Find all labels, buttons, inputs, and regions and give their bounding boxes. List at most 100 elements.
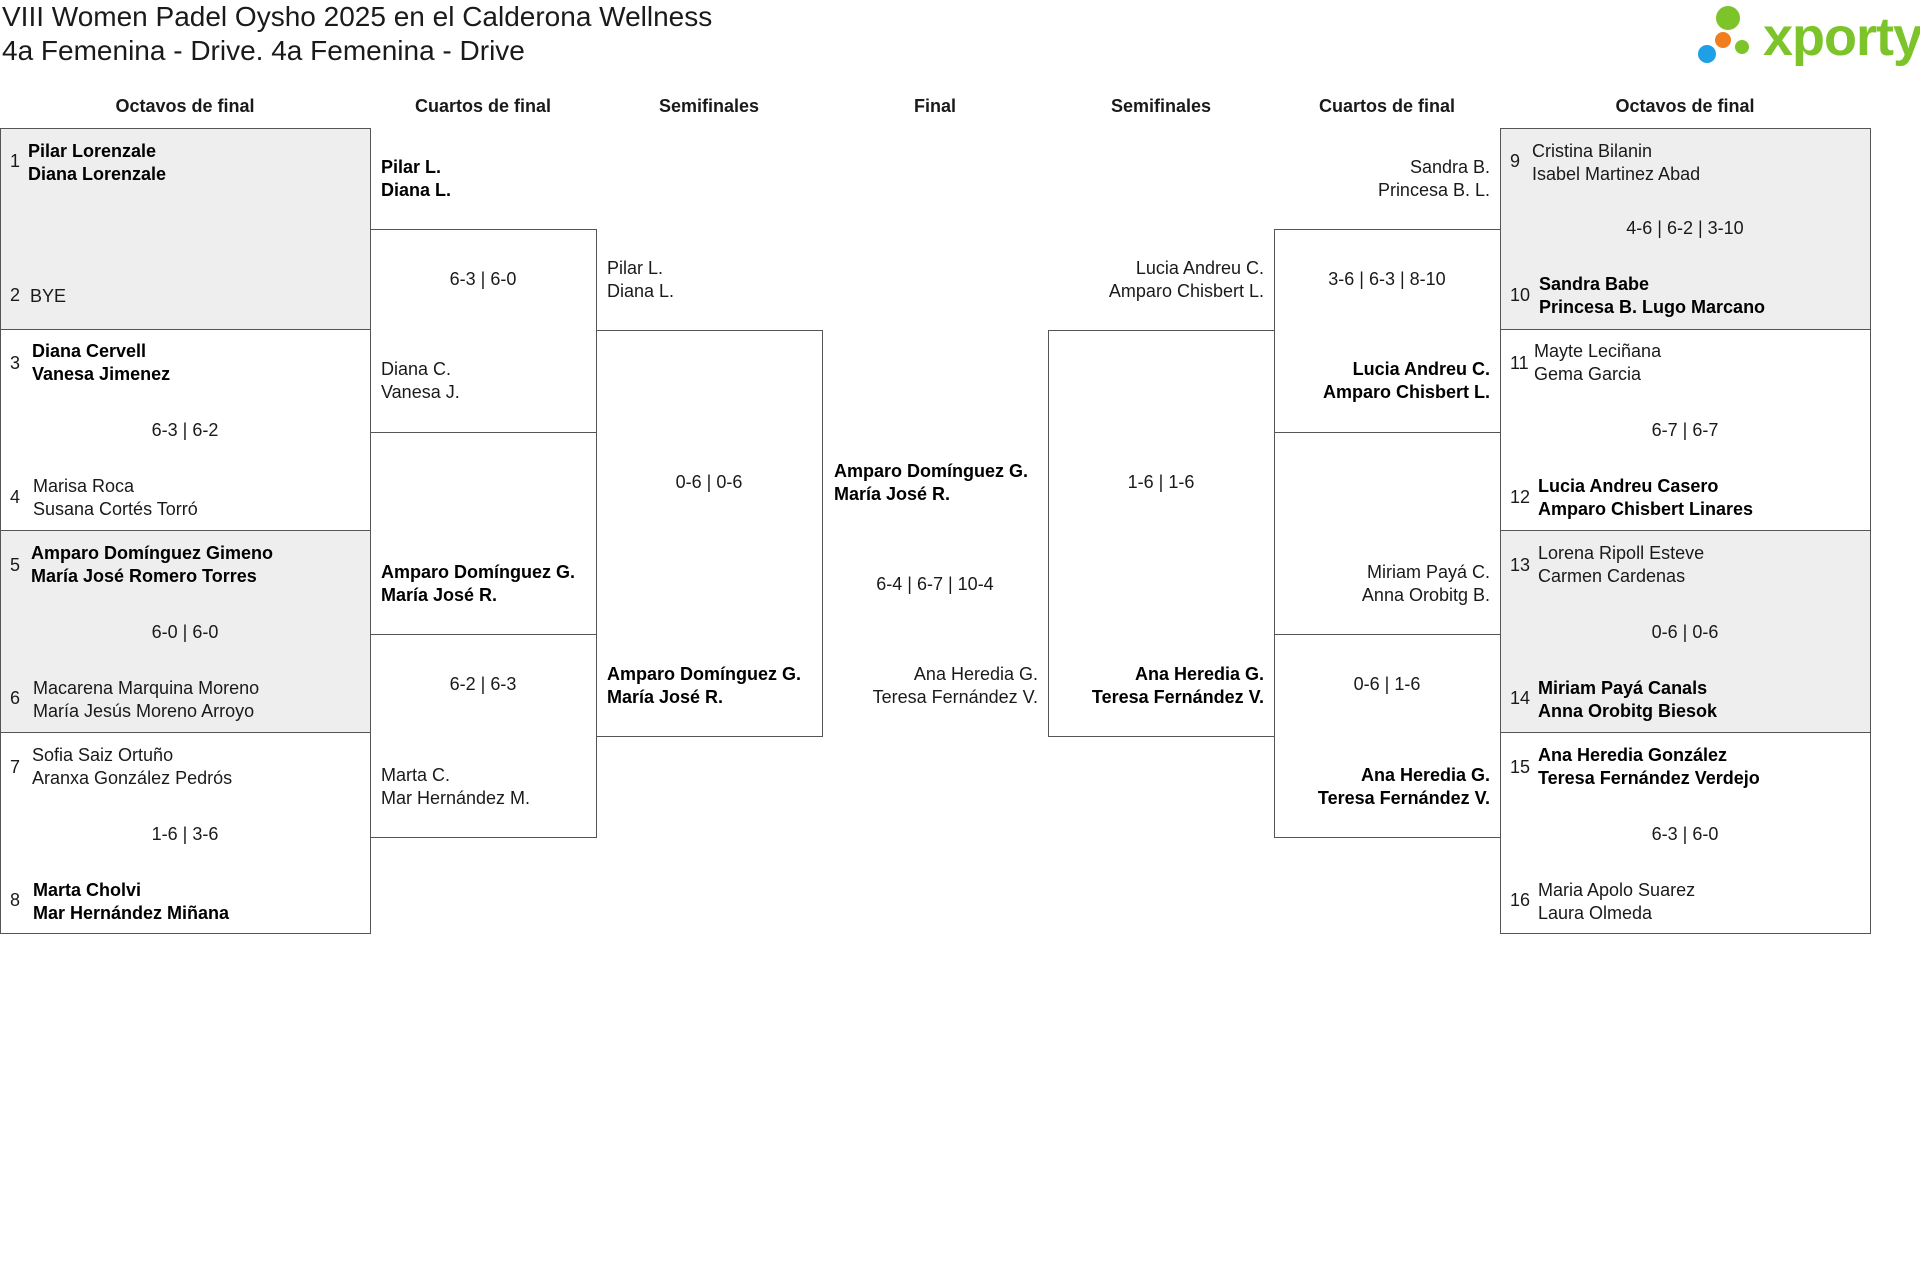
- team-player: Anna Orobitg Biesok: [1538, 701, 1718, 721]
- seed-number: 1: [10, 151, 21, 171]
- match-right-r16-3: [1500, 530, 1871, 733]
- match-left-r16-2: [0, 329, 371, 531]
- seed-number: 3: [10, 353, 21, 373]
- team-player: Lucia Andreu C.: [1352, 359, 1490, 379]
- team-player: Mayte Leciñana: [1534, 341, 1662, 361]
- match-left-qf-1: [370, 229, 597, 433]
- team-player: Lucia Andreu C.: [1135, 258, 1264, 278]
- team-player: Miriam Payá Canals: [1538, 678, 1708, 698]
- team-player: Lucia Andreu Casero: [1538, 476, 1719, 496]
- seed-number: 10: [1510, 285, 1531, 305]
- team-player: Maria Apolo Suarez: [1538, 880, 1696, 900]
- team-player: Teresa Fernández V.: [1091, 687, 1264, 707]
- seed-number: 16: [1510, 890, 1531, 910]
- team-player: María Jesús Moreno Arroyo: [33, 701, 255, 721]
- team-player: Amparo Domínguez G.: [381, 562, 576, 582]
- team-player: María José R.: [607, 687, 724, 707]
- seed-number: 5: [10, 555, 21, 575]
- match-right-sf: [1048, 330, 1275, 737]
- team-player: Carmen Cardenas: [1538, 566, 1686, 586]
- team-player: Teresa Fernández V.: [1317, 788, 1490, 808]
- round-label-right-qf: Cuartos de final: [1318, 96, 1456, 116]
- seed-number: 13: [1510, 555, 1531, 575]
- team-player: Susana Cortés Torró: [33, 499, 198, 519]
- final-team-player: María José R.: [834, 484, 951, 504]
- round-label-final: Final: [913, 96, 956, 116]
- seed-number: 4: [10, 487, 21, 507]
- team-player: Sandra Babe: [1539, 274, 1650, 294]
- seed-number: 6: [10, 688, 21, 708]
- team-player: BYE: [30, 286, 67, 306]
- seed-number: 11: [1510, 353, 1529, 373]
- match-right-r16-4: [1500, 732, 1871, 934]
- team-player: Pilar Lorenzale: [28, 141, 157, 161]
- team-player: Miriam Payá C.: [1366, 562, 1490, 582]
- final-score: 6-4 | 6-7 | 10-4: [876, 574, 994, 594]
- match-score: 6-7 | 6-7: [1651, 420, 1719, 440]
- team-player: Princesa B. L.: [1377, 180, 1490, 200]
- team-player: Teresa Fernández Verdejo: [1538, 768, 1760, 788]
- team-player: María José R.: [381, 585, 498, 605]
- seed-number: 14: [1510, 688, 1531, 708]
- team-player: Princesa B. Lugo Marcano: [1539, 297, 1766, 317]
- logo-text: xporty: [1763, 7, 1920, 67]
- seed-number: 15: [1510, 757, 1531, 777]
- team-player: Diana L.: [607, 281, 675, 301]
- round-label-left-qf: Cuartos de final: [414, 96, 552, 116]
- match-left-r16-4: [0, 732, 371, 934]
- team-player: Diana C.: [381, 359, 452, 379]
- team-player: Cristina Bilanin: [1532, 141, 1653, 161]
- team-player: Marta Cholvi: [33, 880, 142, 900]
- match-score: 0-6 | 1-6: [1353, 674, 1421, 694]
- round-label-left-r16: Octavos de final: [115, 96, 255, 116]
- seed-number: 2: [10, 285, 21, 305]
- final-team-player: Ana Heredia G.: [913, 664, 1038, 684]
- team-player: María José Romero Torres: [31, 566, 257, 586]
- team-player: Laura Olmeda: [1538, 903, 1653, 923]
- team-player: Marta C.: [381, 765, 451, 785]
- round-label-right-sf: Semifinales: [1110, 96, 1212, 116]
- match-left-qf-2: [370, 634, 597, 838]
- match-right-r16-2: [1500, 329, 1871, 531]
- round-label-right-r16: Octavos de final: [1615, 96, 1755, 116]
- seed-number: 7: [10, 757, 21, 777]
- match-score: 6-3 | 6-0: [449, 269, 517, 289]
- match-right-r16-1: [1500, 128, 1871, 330]
- team-player: Amparo Domínguez G.: [607, 664, 802, 684]
- team-player: Diana Cervell: [32, 341, 147, 361]
- team-player: Ana Heredia G.: [1134, 664, 1264, 684]
- team-player: Anna Orobitg B.: [1361, 585, 1490, 605]
- team-player: Amparo Chisbert L.: [1108, 281, 1264, 301]
- logo-dots-icon: [1698, 6, 1749, 63]
- match-score: 1-6 | 1-6: [1127, 472, 1195, 492]
- team-player: Sandra B.: [1409, 157, 1490, 177]
- match-right-qf-1: [1274, 229, 1501, 433]
- team-player: Amparo Chisbert L.: [1322, 382, 1490, 402]
- seed-number: 9: [1510, 151, 1521, 171]
- category-title: 4a Femenina - Drive. 4a Femenina - Drive: [2, 35, 525, 66]
- team-player: Aranxa González Pedrós: [32, 768, 233, 788]
- team-player: Marisa Roca: [33, 476, 135, 496]
- match-score: 4-6 | 6-2 | 3-10: [1626, 218, 1744, 238]
- match-score: 0-6 | 0-6: [1651, 622, 1719, 642]
- match-score: 6-3 | 6-2: [151, 420, 219, 440]
- team-player: Macarena Marquina Moreno: [33, 678, 260, 698]
- team-player: Ana Heredia G.: [1360, 765, 1490, 785]
- match-right-qf-2: [1274, 634, 1501, 838]
- match-score: 6-0 | 6-0: [151, 622, 219, 642]
- team-player: Mar Hernández Miñana: [33, 903, 230, 923]
- team-player: Vanesa Jimenez: [32, 364, 171, 384]
- final-team-player: Amparo Domínguez G.: [834, 461, 1029, 481]
- team-player: Pilar L.: [607, 258, 664, 278]
- team-player: Gema Garcia: [1534, 364, 1642, 384]
- match-score: 3-6 | 6-3 | 8-10: [1328, 269, 1446, 289]
- seed-number: 12: [1510, 487, 1531, 507]
- team-player: Mar Hernández M.: [381, 788, 531, 808]
- round-label-left-sf: Semifinales: [658, 96, 760, 116]
- team-player: Ana Heredia González: [1538, 745, 1728, 765]
- match-score: 0-6 | 0-6: [675, 472, 743, 492]
- match-score: 6-2 | 6-3: [449, 674, 517, 694]
- team-player: Sofia Saiz Ortuño: [32, 745, 174, 765]
- team-player: Amparo Domínguez Gimeno: [31, 543, 274, 563]
- team-player: Diana L.: [381, 180, 452, 200]
